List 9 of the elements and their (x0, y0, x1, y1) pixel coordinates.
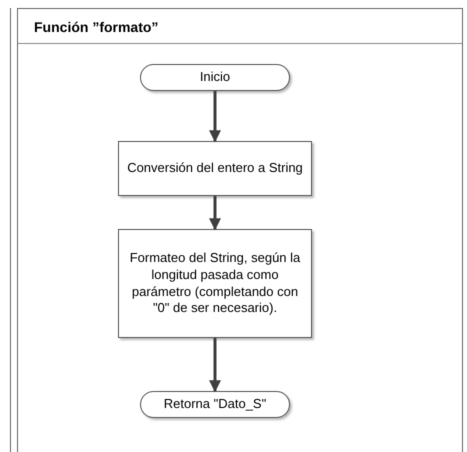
terminator-shape: Inicio (140, 64, 290, 91)
arrow (209, 91, 221, 142)
arrow (209, 196, 221, 230)
terminator-shape: Retorna "Dato_S" (140, 391, 290, 418)
process-box: Formateo del String, según la longitud pasada como parámetro (completando con "0" de ser necesario). (118, 229, 312, 338)
lane-title: Función ”formato” (34, 19, 158, 35)
arrow (209, 338, 221, 392)
process-box: Conversión del entero a String (118, 141, 312, 196)
swimlane (17, 8, 463, 452)
